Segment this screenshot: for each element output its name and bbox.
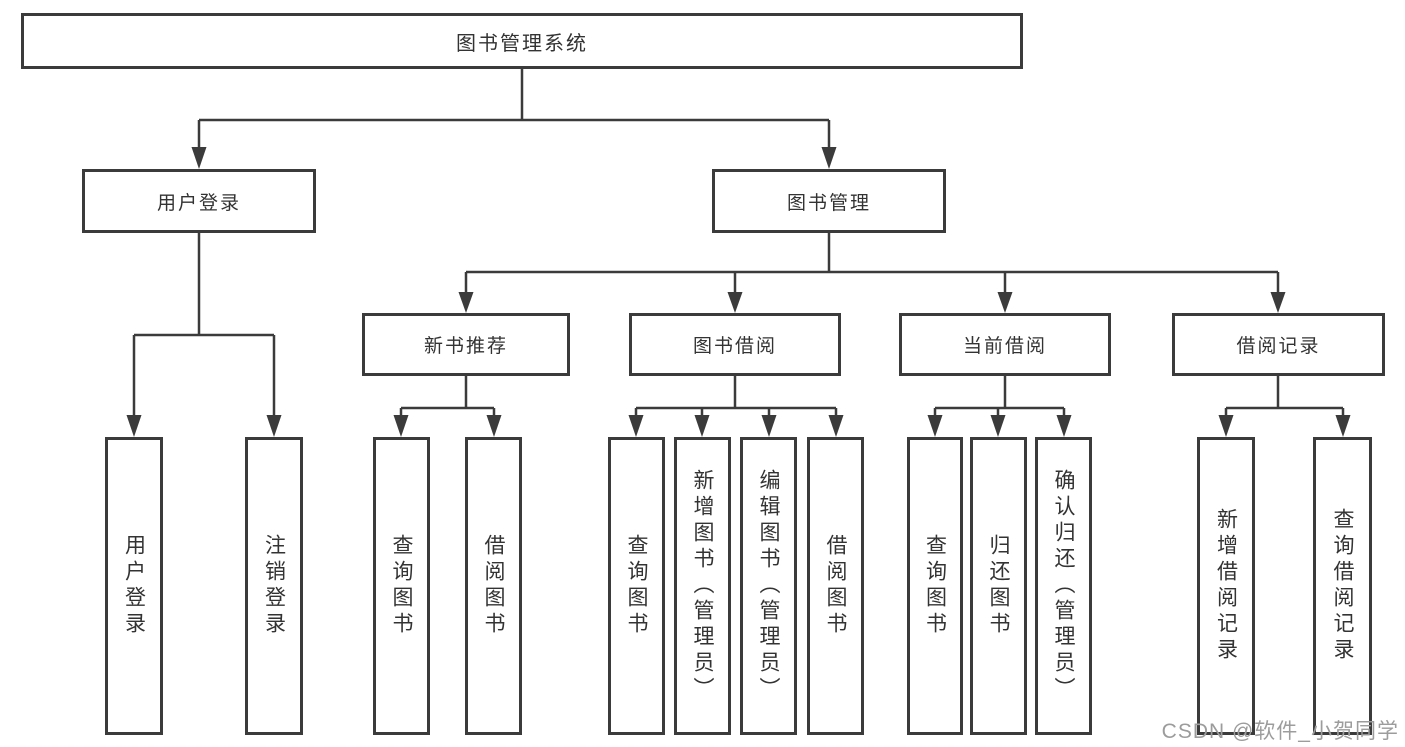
leaf-query-books-borrow: 查询图书 <box>608 437 665 735</box>
leaf-user-login: 用户登录 <box>105 437 163 735</box>
leaf-add-book-admin: 新增图书（管理员） <box>674 437 731 735</box>
node-book-borrow: 图书借阅 <box>629 313 841 376</box>
node-user-login-group: 用户登录 <box>82 169 316 233</box>
leaf-borrow-books-recommend: 借阅图书 <box>465 437 522 735</box>
node-current-borrow: 当前借阅 <box>899 313 1111 376</box>
watermark: CSDN @软件_小贺同学 <box>1161 720 1399 743</box>
node-book-management: 图书管理 <box>712 169 946 233</box>
leaf-add-borrow-record: 新增借阅记录 <box>1197 437 1255 735</box>
leaf-query-books-recommend: 查询图书 <box>373 437 430 735</box>
leaf-edit-book-admin: 编辑图书（管理员） <box>740 437 797 735</box>
leaf-query-borrow-record: 查询借阅记录 <box>1313 437 1372 735</box>
leaf-logout: 注销登录 <box>245 437 303 735</box>
leaf-confirm-return-admin: 确认归还（管理员） <box>1035 437 1092 735</box>
leaf-return-book: 归还图书 <box>970 437 1027 735</box>
leaf-borrow-books-borrow: 借阅图书 <box>807 437 864 735</box>
node-borrow-records: 借阅记录 <box>1172 313 1385 376</box>
node-new-book-recommend: 新书推荐 <box>362 313 570 376</box>
node-library-management-system: 图书管理系统 <box>21 13 1023 69</box>
leaf-query-books-current: 查询图书 <box>907 437 963 735</box>
